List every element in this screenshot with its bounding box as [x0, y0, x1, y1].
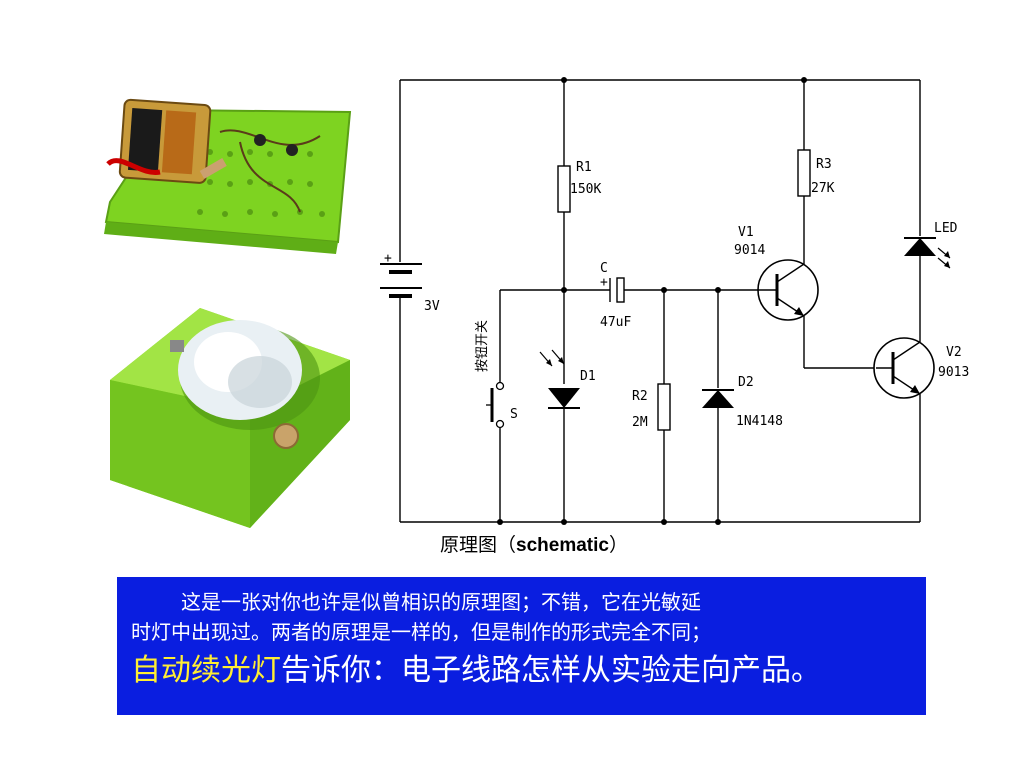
- battery-voltage-label: 3V: [424, 299, 440, 314]
- r1-ref-label: R1: [576, 160, 592, 175]
- capacitor-value-label: 47uF: [600, 315, 631, 330]
- r1-value-label: 150K: [570, 182, 601, 197]
- r3-value-label: 27K: [811, 181, 835, 196]
- v1-value-label: 9014: [734, 243, 765, 258]
- capacitor-c-symbol: [609, 277, 625, 303]
- schematic-caption: 原理图（schematic）: [440, 530, 628, 557]
- v2-value-label: 9013: [938, 365, 969, 380]
- description-line-3: 自动续光灯告诉你：电子线路怎样从实验走向产品。: [131, 647, 912, 695]
- description-line-3-rest: 告诉你：电子线路怎样从实验走向产品。: [281, 653, 821, 688]
- caption-en: schematic: [516, 535, 609, 556]
- battery-symbol: [380, 263, 422, 298]
- r3-ref-label: R3: [816, 157, 832, 172]
- d2-diode-symbol: [702, 389, 734, 408]
- v1-transistor-symbol: [757, 259, 819, 321]
- push-button-switch-symbol: [486, 381, 505, 429]
- battery-plus-label: +: [384, 251, 392, 266]
- r3-resistor: [797, 149, 811, 197]
- schematic-diagram: + 3V 按钮开关 S R1 150K D1 C + 47uF R2 2M: [380, 77, 969, 525]
- d2-value-label: 1N4148: [736, 414, 783, 429]
- description-line-1: 这是一张对你也许是似曾相识的原理图；不错，它在光敏延: [181, 590, 701, 614]
- v2-transistor-symbol: [873, 337, 935, 399]
- description-line-2: 时灯中出现过。两者的原理是一样的，但是制作的形式完全不同；: [131, 620, 711, 644]
- v1-ref-label: V1: [738, 225, 754, 240]
- caption-close: ）: [608, 534, 628, 556]
- capacitor-plus-label: +: [600, 275, 608, 290]
- r2-ref-label: R2: [632, 389, 648, 404]
- switch-ref-label: S: [510, 407, 518, 422]
- r1-resistor: [557, 165, 571, 213]
- led-symbol: [904, 237, 951, 269]
- d1-photodiode-symbol: [539, 349, 580, 409]
- breadboard-photo: [104, 98, 352, 254]
- product-name-highlight: 自动续光灯: [131, 653, 281, 688]
- description-box: 这是一张对你也许是似曾相识的原理图；不错，它在光敏延 时灯中出现过。两者的原理是…: [117, 577, 926, 715]
- r2-value-label: 2M: [632, 415, 648, 430]
- lamp-product-photo: [110, 308, 350, 528]
- led-ref-label: LED: [934, 221, 958, 236]
- d1-ref-label: D1: [580, 369, 596, 384]
- junction-dots: [497, 77, 807, 525]
- r2-resistor: [657, 383, 671, 431]
- switch-name-label: 按钮开关: [475, 320, 490, 372]
- d2-ref-label: D2: [738, 375, 754, 390]
- v2-ref-label: V2: [946, 345, 962, 360]
- caption-cn: 原理图（: [440, 534, 517, 556]
- capacitor-ref-label: C: [600, 261, 608, 276]
